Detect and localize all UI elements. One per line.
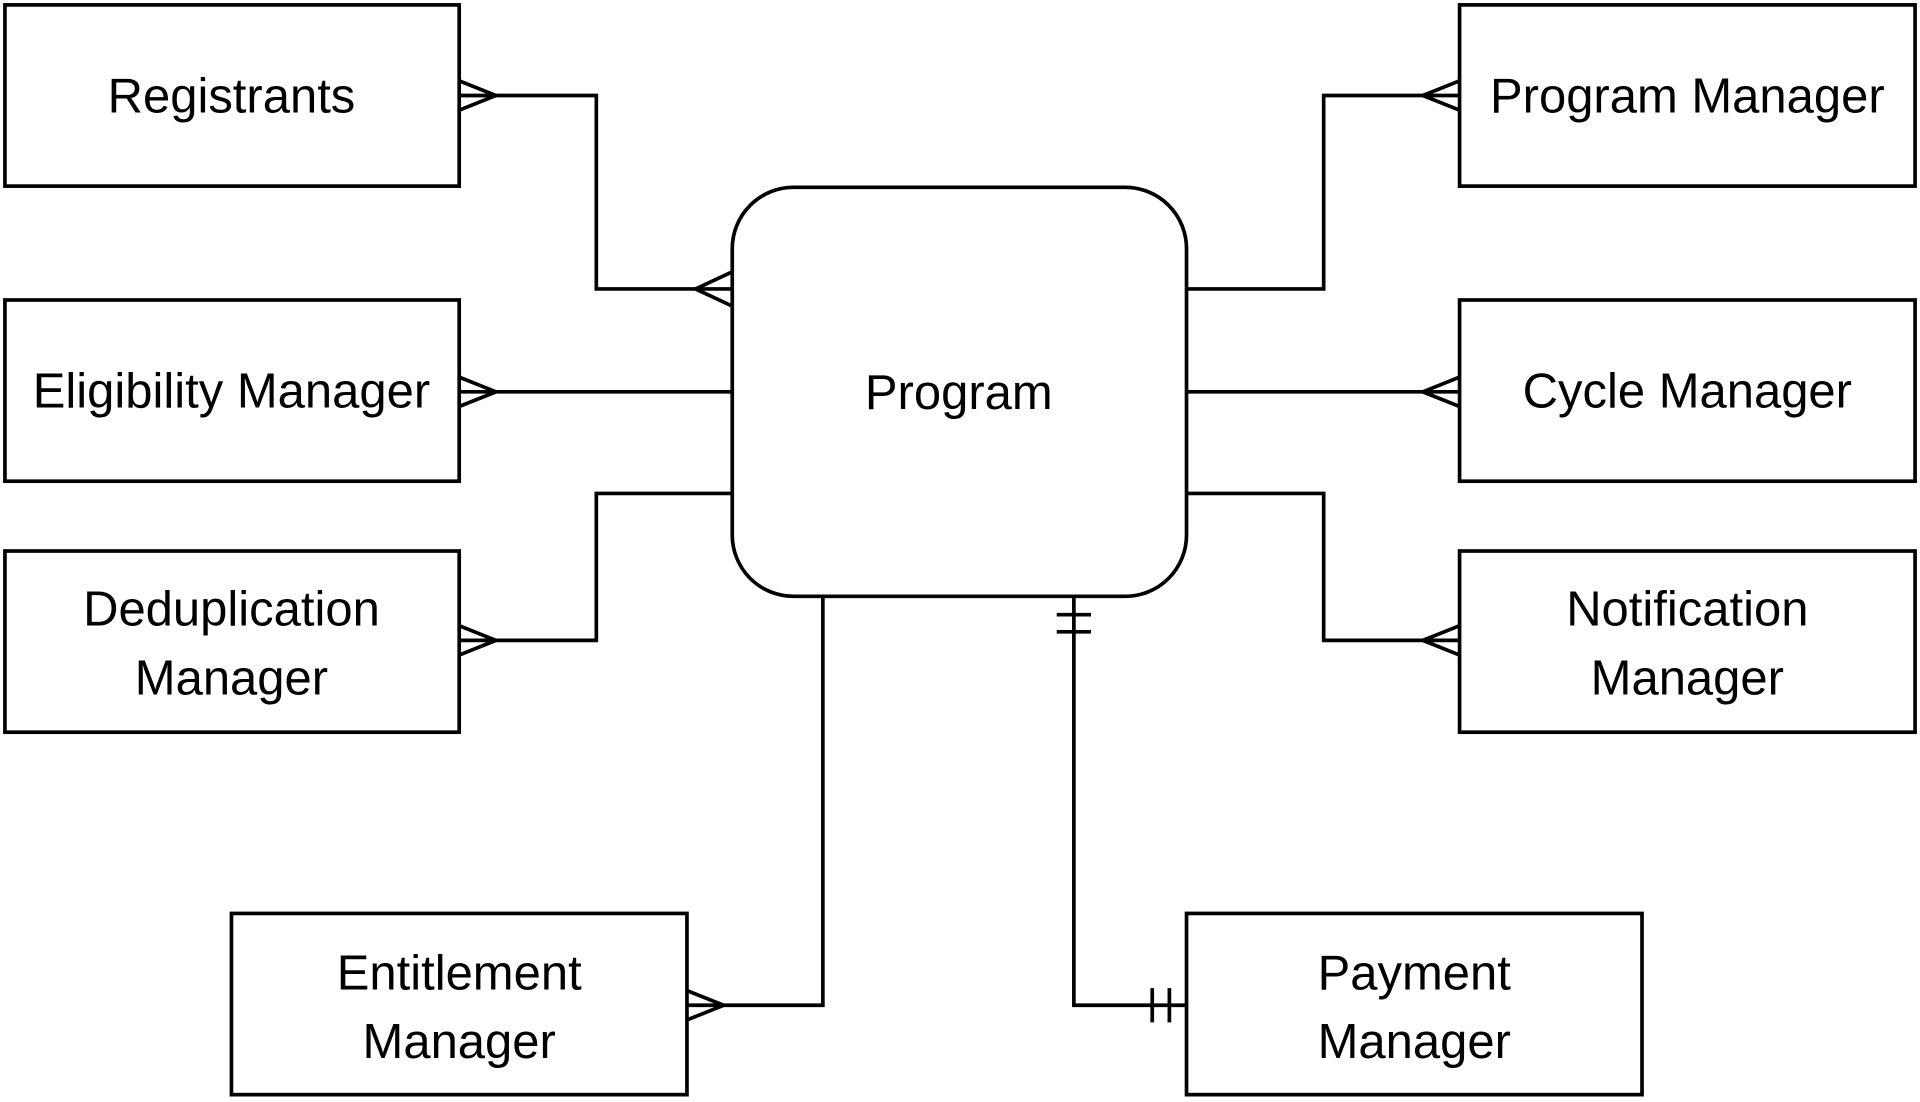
entity-label: Notification xyxy=(1566,583,1808,637)
entity-label: Registrants xyxy=(108,70,356,124)
entity-label: Cycle Manager xyxy=(1523,365,1852,419)
crows-foot-icon xyxy=(458,375,501,409)
connector-cycle xyxy=(1186,375,1461,409)
crows-foot-icon xyxy=(458,623,501,657)
entity-deduplication-manager[interactable]: Deduplication Manager xyxy=(3,549,462,735)
crows-foot-icon xyxy=(458,79,501,112)
entity-label: Manager xyxy=(1318,1015,1511,1069)
crows-foot-icon xyxy=(1417,375,1461,409)
entity-eligibility-manager[interactable]: Eligibility Manager xyxy=(3,298,462,484)
entity-cycle-manager[interactable]: Cycle Manager xyxy=(1457,298,1917,484)
connector-program-manager xyxy=(1186,79,1461,291)
connector-payment xyxy=(1056,596,1187,1023)
entity-registrants[interactable]: Registrants xyxy=(3,3,462,188)
entity-label: Deduplication xyxy=(83,583,380,637)
one-bar-icon xyxy=(1150,988,1172,1023)
entity-label: Manager xyxy=(1591,651,1784,705)
entity-label: Eligibility Manager xyxy=(33,365,430,419)
connector-deduplication xyxy=(458,491,733,657)
connector-entitlement xyxy=(686,596,825,1022)
entity-notification-manager[interactable]: Notification Manager xyxy=(1457,549,1917,735)
entity-payment-manager[interactable]: Payment Manager xyxy=(1184,911,1644,1097)
entity-label: Program Manager xyxy=(1490,70,1885,124)
crows-foot-icon xyxy=(686,988,729,1022)
crows-foot-icon xyxy=(1417,623,1461,657)
connector-registrants xyxy=(458,79,734,308)
entity-label: Manager xyxy=(135,651,328,705)
entity-program[interactable]: Program xyxy=(730,185,1189,599)
connector-eligibility xyxy=(458,375,733,409)
one-bar-icon xyxy=(1056,612,1092,634)
entity-label: Program xyxy=(865,366,1053,420)
connector-notification xyxy=(1186,491,1461,657)
entity-program-manager[interactable]: Program Manager xyxy=(1457,3,1917,188)
crows-foot-icon xyxy=(691,270,734,308)
entity-label: Payment xyxy=(1318,946,1512,1000)
entity-label: Manager xyxy=(363,1015,556,1069)
entity-entitlement-manager[interactable]: Entitlement Manager xyxy=(229,911,689,1097)
crows-foot-icon xyxy=(1417,79,1461,112)
entity-label: Entitlement xyxy=(337,946,582,1000)
